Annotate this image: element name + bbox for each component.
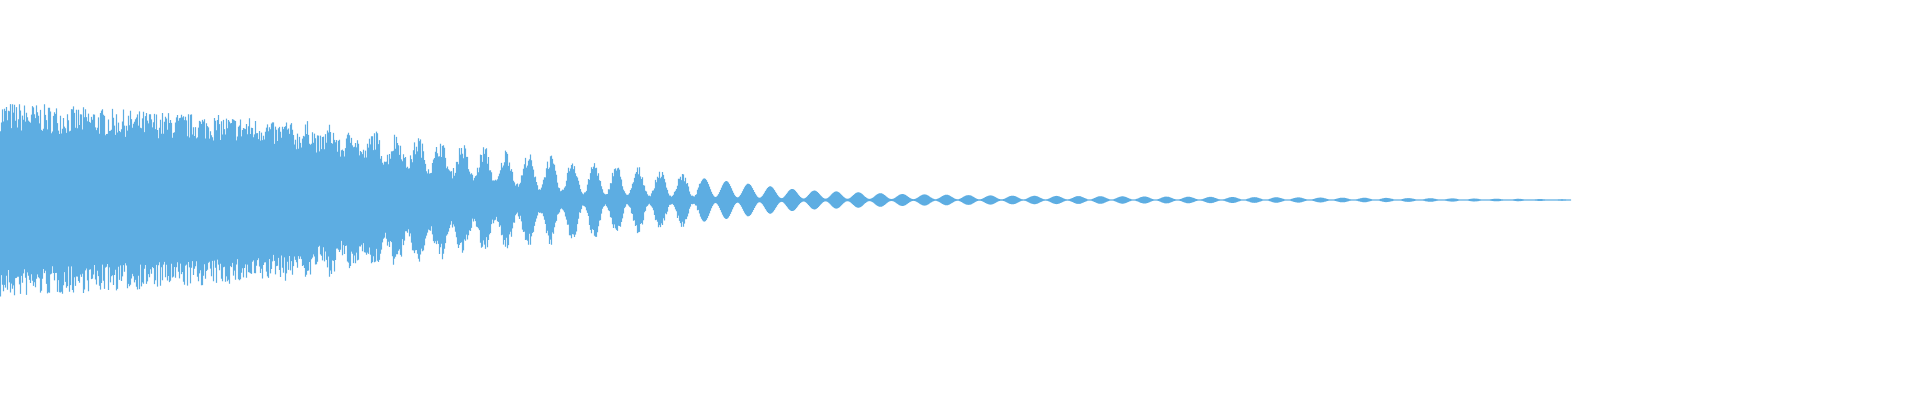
waveform-shape [0, 104, 1572, 297]
